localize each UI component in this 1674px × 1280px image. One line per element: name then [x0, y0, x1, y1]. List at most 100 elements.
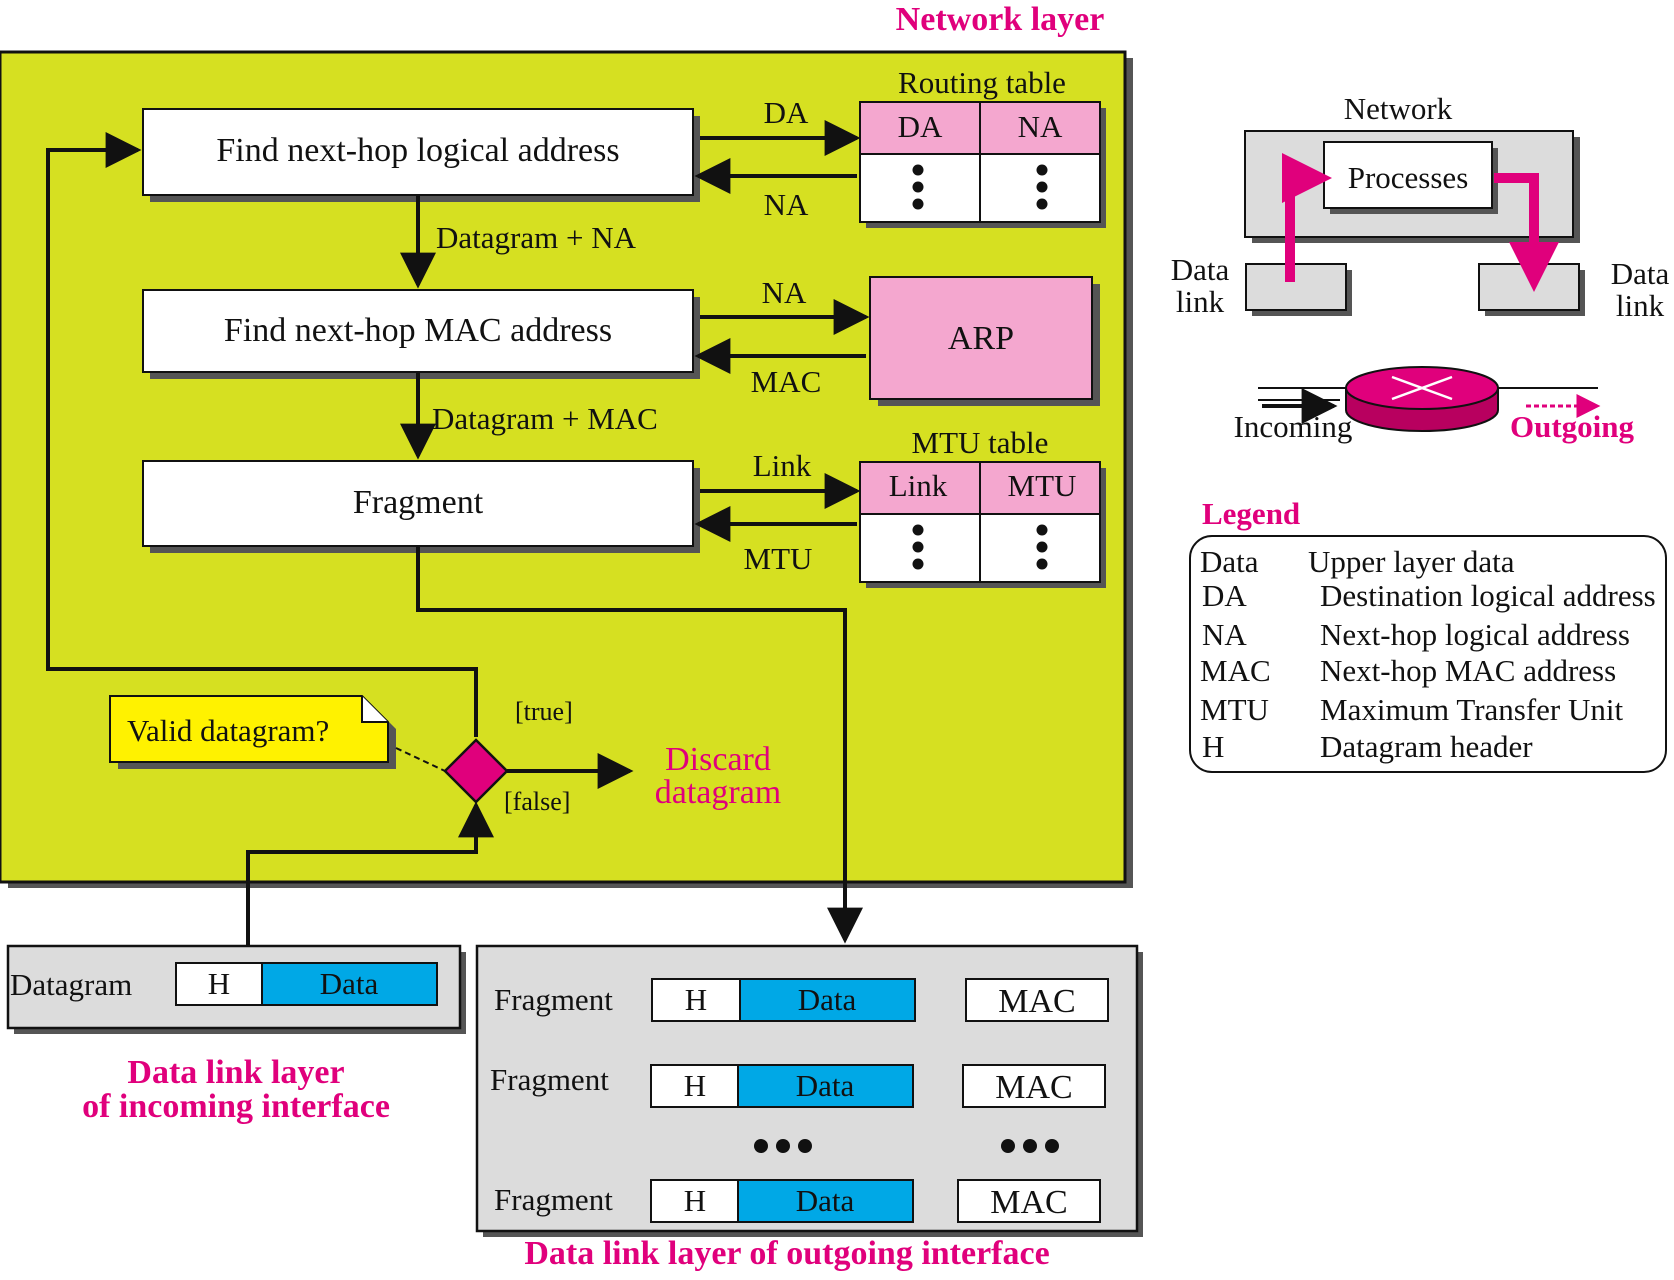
fragment-data-cell — [737, 1064, 914, 1108]
mtu-table: MTU table Link MTU — [859, 425, 1106, 588]
fragment-row-label: Fragment — [490, 1062, 609, 1097]
fragment-row-3: Fragment H Data MAC — [494, 1179, 1101, 1223]
fragment-ellipsis — [754, 1139, 1059, 1153]
fragment-row-2: Fragment H Data MAC — [490, 1062, 1106, 1108]
fragment-box: Fragment — [142, 460, 700, 553]
sketch-left-link-line2: link — [1176, 284, 1225, 319]
legend-meaning: Datagram header — [1320, 729, 1533, 764]
incoming-interface: Datagram H Data — [6, 944, 466, 1034]
fragment-label: Fragment — [353, 484, 484, 521]
mtu-table-col-link: Link — [889, 468, 948, 503]
find-logical-address-box: Find next-hop logical address — [142, 108, 700, 202]
mtu-table-ellipsis — [912, 524, 1048, 570]
routing-table-col-da: DA — [898, 109, 943, 144]
legend-abbr: MAC — [1200, 653, 1271, 688]
fragment-header-cell — [651, 978, 741, 1022]
outgoing-caption: Data link layer of outgoing interface — [524, 1235, 1049, 1272]
sketch-processes-label: Processes — [1348, 160, 1469, 195]
sketch-down-arrow — [1494, 173, 1559, 292]
decision-diamond — [443, 738, 509, 804]
sketch-processes-box — [1323, 141, 1493, 209]
discard-label-line2: datagram — [655, 774, 782, 811]
fragment-mac-cell — [957, 1179, 1101, 1223]
label-da: DA — [764, 95, 809, 130]
network-layer-title: Network layer — [896, 1, 1105, 38]
fragment-data-text: Data — [796, 1183, 855, 1218]
fragment-mac-cell — [962, 1064, 1106, 1108]
fragment-mac-text: MAC — [995, 1069, 1072, 1106]
label-mtu-return: MTU — [744, 541, 813, 576]
incoming-datagram-label: Datagram — [10, 967, 132, 1002]
legend-meaning: Next-hop logical address — [1320, 617, 1630, 652]
router-icon — [1345, 366, 1499, 432]
fragment-header-cell — [650, 1179, 739, 1223]
legend-abbr: Data — [1200, 544, 1259, 579]
incoming-data-cell — [261, 962, 438, 1006]
legend-entries: Data Upper layer data DA Destination log… — [1200, 544, 1656, 764]
label-link: Link — [753, 448, 812, 483]
fragment-mac-text: MAC — [990, 1184, 1067, 1221]
incoming-header-text: H — [208, 966, 230, 1001]
arp-box: ARP — [869, 276, 1100, 406]
fragment-data-cell — [737, 1179, 914, 1223]
routing-table-ellipsis — [912, 164, 1048, 210]
label-datagram-mac: Datagram + MAC — [432, 401, 658, 436]
note-text: Valid datagram? — [127, 713, 329, 748]
find-logical-address-label: Find next-hop logical address — [216, 132, 619, 169]
fragment-row-label: Fragment — [494, 1182, 613, 1217]
sketch-right-link-line2: link — [1616, 288, 1665, 323]
arrow-incoming-to-decision — [246, 801, 494, 945]
incoming-data-text: Data — [320, 966, 379, 1001]
legend-box — [1189, 535, 1667, 773]
fragment-row-1: Fragment H Data MAC — [494, 978, 1109, 1022]
find-mac-address-label: Find next-hop MAC address — [224, 312, 612, 349]
valid-datagram-note: Valid datagram? — [109, 695, 396, 769]
arrow-fragment-to-outgoing — [416, 547, 863, 944]
outgoing-interface: Fragment H Data MAC Fragment H Data MAC … — [475, 944, 1143, 1237]
routing-table-title: Routing table — [898, 65, 1066, 100]
fragment-data-text: Data — [796, 1068, 855, 1103]
fragment-mac-text: MAC — [998, 983, 1075, 1020]
routing-table: Routing table DA NA — [859, 65, 1106, 228]
fragment-header-text: H — [684, 1068, 706, 1103]
incoming-caption-line1: Data link layer — [127, 1054, 344, 1091]
legend-abbr: H — [1202, 729, 1224, 764]
sketch-right-link-line1: Data — [1611, 256, 1670, 291]
sketch-up-arrow — [1282, 153, 1332, 282]
fragment-data-text: Data — [798, 982, 857, 1017]
incoming-header-cell — [175, 962, 263, 1006]
fragment-row-label: Fragment — [494, 982, 613, 1017]
arp-label: ARP — [948, 320, 1014, 357]
arrow-true-to-find-logical — [46, 132, 478, 737]
sketch-outgoing-label: Outgoing — [1510, 409, 1635, 444]
sketch-left-data-link — [1245, 263, 1347, 311]
legend-abbr: DA — [1202, 578, 1247, 613]
fragment-data-cell — [739, 978, 916, 1022]
guard-true: [true] — [515, 697, 573, 726]
sketch-left-link-line1: Data — [1171, 252, 1230, 287]
legend-meaning: Upper layer data — [1308, 544, 1515, 579]
legend-title: Legend — [1202, 496, 1300, 531]
find-mac-address-box: Find next-hop MAC address — [142, 289, 700, 379]
mtu-table-title: MTU table — [912, 425, 1049, 460]
incoming-caption-line2: of incoming interface — [82, 1088, 390, 1125]
legend-abbr: MTU — [1200, 692, 1269, 727]
label-datagram-na: Datagram + NA — [436, 220, 637, 255]
label-mac-return: MAC — [751, 364, 822, 399]
note-connector — [395, 747, 446, 772]
router-sketch: Network Processes Data link Data link In… — [1171, 91, 1670, 444]
label-na-out: NA — [762, 275, 807, 310]
guard-false: [false] — [504, 787, 570, 816]
fragment-mac-cell — [965, 978, 1109, 1022]
sketch-incoming-label: Incoming — [1234, 409, 1353, 444]
legend-meaning: Destination logical address — [1320, 578, 1656, 613]
fragment-header-cell — [650, 1064, 739, 1108]
mtu-table-col-mtu: MTU — [1008, 468, 1077, 503]
sketch-network-label: Network — [1344, 91, 1453, 126]
fragment-header-text: H — [685, 982, 707, 1017]
legend-meaning: Maximum Transfer Unit — [1320, 692, 1624, 727]
label-na-return: NA — [764, 187, 809, 222]
legend-abbr: NA — [1202, 617, 1247, 652]
fragment-header-text: H — [684, 1183, 706, 1218]
